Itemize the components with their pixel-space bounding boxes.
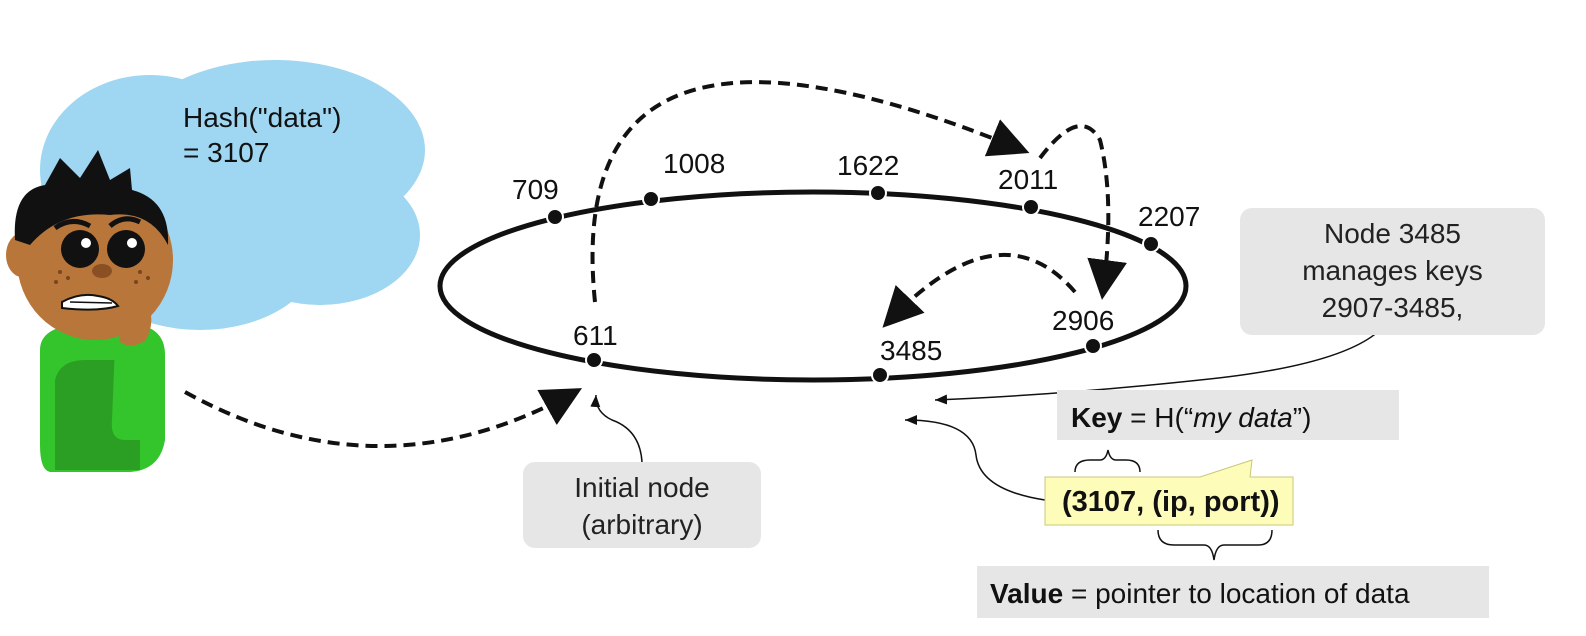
key-label-italic: my data	[1193, 402, 1293, 433]
arrow-2011-to-2906	[1038, 124, 1127, 300]
key-label: Key = H(“my data”)	[1057, 390, 1399, 440]
ring-nodes	[546, 184, 1160, 384]
value-label: Value = pointer to location of data	[977, 566, 1489, 618]
node-label-3485: 3485	[880, 335, 943, 366]
thought-line-1: Hash("data")	[183, 102, 342, 133]
key-label-close: ”)	[1292, 402, 1312, 433]
callout-initial-line-2: (arbitrary)	[581, 508, 703, 540]
node-label-1622: 1622	[837, 150, 900, 181]
arrow-611-to-2011	[590, 80, 1030, 303]
lookup-arrows	[184, 80, 1127, 448]
node-label-1008: 1008	[663, 148, 726, 179]
node-2207-dot	[1142, 235, 1160, 253]
thought-line-2: = 3107	[183, 137, 270, 168]
brace-value	[1157, 529, 1273, 561]
arrow-2906-to-3485	[882, 252, 1077, 328]
callout-node-manages-text: Node 3485 manages keys 2907-3485,	[1302, 218, 1483, 323]
pair-text: (3107, (ip, port))	[1062, 486, 1280, 518]
node-3485-dot	[871, 366, 889, 384]
value-label-rest: = pointer to location of data	[1063, 578, 1410, 609]
node-label-611: 611	[573, 320, 618, 351]
hash-ring	[437, 189, 1189, 383]
node-709-dot	[546, 208, 564, 226]
pair-note	[1044, 459, 1294, 526]
node-2011-dot	[1022, 198, 1040, 216]
leader-initial-node	[590, 394, 643, 463]
node-2906-dot	[1084, 337, 1102, 355]
node-label-2906: 2906	[1052, 305, 1115, 336]
node-611-dot	[585, 351, 603, 369]
thought-text: Hash("data") = 3107	[183, 100, 341, 170]
callout-initial-node: Initial node (arbitrary)	[523, 462, 761, 548]
leader-pair	[904, 415, 1046, 501]
node-label-709: 709	[512, 174, 559, 205]
confused-person	[6, 150, 173, 472]
callout-node-manages: Node 3485 manages keys 2907-3485,	[1240, 208, 1545, 335]
node-1622-dot	[869, 184, 887, 202]
key-label-bold: Key	[1071, 402, 1123, 433]
node-label-2011: 2011	[998, 164, 1059, 195]
value-label-bold: Value	[990, 578, 1064, 609]
node-1008-dot	[642, 190, 660, 208]
node-label-2207: 2207	[1138, 201, 1201, 232]
arrow-person-to-611	[184, 388, 582, 448]
brace-key	[1074, 449, 1141, 473]
key-label-equals: = H(“	[1122, 402, 1194, 433]
callout-initial-line-1: Initial node	[574, 472, 710, 503]
